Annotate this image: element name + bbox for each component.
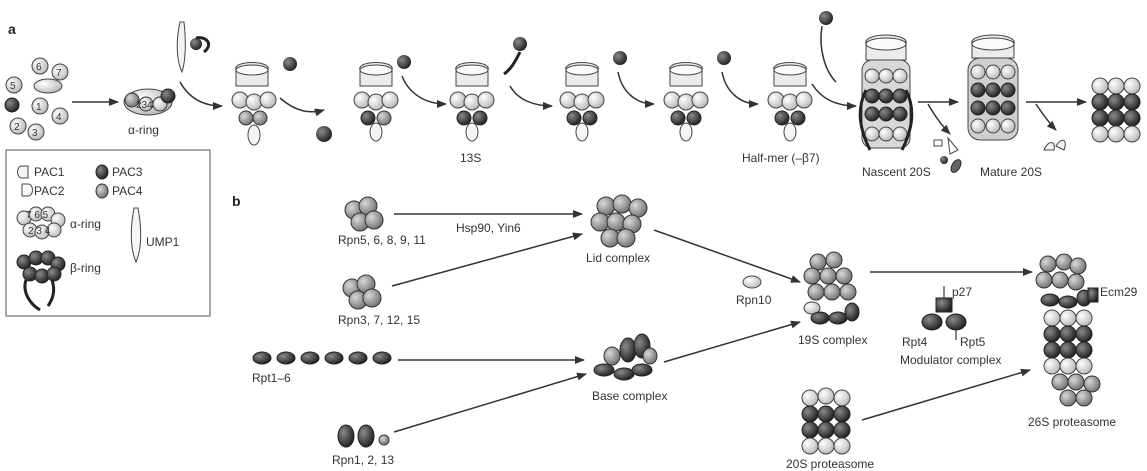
13s-intermediate bbox=[450, 63, 494, 142]
legend: PAC1 PAC2 PAC3 PAC4 7 6 5 2 3 4 α-ring U… bbox=[6, 150, 210, 316]
arrow bbox=[722, 72, 758, 104]
arrow bbox=[654, 230, 800, 282]
beta-subunit bbox=[283, 57, 297, 71]
released-pac-fragments bbox=[1044, 140, 1065, 150]
rpn1-2-13-subunits bbox=[338, 425, 389, 447]
released-subunit bbox=[316, 126, 332, 142]
rpn5-label: Rpn5, 6, 8, 9, 11 bbox=[338, 233, 426, 247]
legend-alpha-ring: α-ring bbox=[70, 217, 101, 231]
arrow bbox=[180, 82, 222, 106]
beta-subunit bbox=[397, 55, 411, 69]
19s-complex-label: 19S complex bbox=[798, 333, 867, 347]
20s-proteasome bbox=[802, 388, 850, 454]
assembly-intermediate-2 bbox=[354, 63, 398, 142]
rpt4-label: Rpt4 bbox=[902, 335, 928, 349]
half-mer bbox=[768, 63, 812, 142]
arrow bbox=[394, 374, 586, 432]
subunit-number: 7 bbox=[56, 68, 62, 79]
legend-beta-ring: β-ring bbox=[70, 261, 101, 275]
assembly-intermediate-1 bbox=[232, 63, 276, 146]
rpn1-label: Rpn1, 2, 13 bbox=[332, 453, 394, 467]
legend-ump1: UMP1 bbox=[146, 235, 180, 249]
nascent-20s-label: Nascent 20S bbox=[862, 165, 931, 179]
subunit-number: 5 bbox=[10, 81, 16, 92]
subunit-number: 6 bbox=[36, 62, 42, 73]
panel-a-label: a bbox=[8, 21, 16, 37]
legend-pac1: PAC1 bbox=[34, 165, 65, 179]
half-mer-label: Half-mer (–β7) bbox=[742, 151, 820, 165]
rpt1-6-subunits bbox=[253, 352, 391, 364]
arrow bbox=[812, 84, 856, 106]
arrow bbox=[280, 98, 324, 112]
rpt5-label: Rpt5 bbox=[960, 335, 986, 349]
modulator-complex-label: Modulator complex bbox=[900, 353, 1001, 367]
panel-b-label: b bbox=[232, 193, 241, 209]
mature-20s bbox=[968, 35, 1018, 140]
arrow bbox=[402, 76, 446, 104]
ump1-beta-incoming bbox=[177, 22, 208, 72]
subunit-number: 2 bbox=[14, 122, 20, 133]
legend-alpha-numbers-top: 7 6 5 bbox=[26, 210, 49, 221]
legend-pac2: PAC2 bbox=[34, 184, 65, 198]
arrow bbox=[510, 86, 552, 106]
lid-complex bbox=[591, 195, 647, 247]
arrow bbox=[664, 322, 800, 362]
beta7-subunit bbox=[819, 11, 833, 25]
arrow bbox=[1036, 104, 1056, 130]
arrow bbox=[862, 370, 1030, 420]
subunit-number: 1 bbox=[36, 102, 42, 113]
rpn3-label: Rpn3, 7, 12, 15 bbox=[338, 313, 420, 327]
assembly-intermediate-4 bbox=[560, 63, 604, 142]
nascent-20s bbox=[860, 35, 912, 150]
pac3-icon bbox=[96, 165, 108, 179]
alpha-ring-label: α-ring bbox=[128, 123, 159, 137]
base-complex bbox=[594, 334, 657, 380]
pac2-icon bbox=[22, 184, 33, 196]
final-20s-particle bbox=[1092, 78, 1140, 142]
beta-subunit bbox=[613, 51, 627, 65]
rpn10-label: Rpn10 bbox=[736, 293, 772, 307]
26s-proteasome-label: 26S proteasome bbox=[1028, 415, 1116, 429]
pac1-icon bbox=[18, 166, 29, 178]
19s-complex bbox=[804, 252, 859, 324]
beta-subunit bbox=[717, 51, 731, 65]
assembly-intermediate-5 bbox=[664, 63, 708, 142]
subunit-number: 3 bbox=[32, 128, 38, 139]
lid-complex-label: Lid complex bbox=[586, 251, 650, 265]
legend-pac4: PAC4 bbox=[112, 184, 143, 198]
20s-proteasome-label: 20S proteasome bbox=[786, 457, 874, 471]
p27-label: p27 bbox=[952, 285, 972, 299]
free-alpha-subunits: 5 6 7 1 4 2 3 bbox=[5, 58, 68, 140]
mature-20s-label: Mature 20S bbox=[980, 165, 1042, 179]
legend-alpha-numbers-bottom: 2 3 4 bbox=[28, 226, 51, 237]
released-pac-ump1-fragments bbox=[934, 138, 963, 174]
alpha-ring-pac: 234 bbox=[124, 89, 175, 115]
hsp90-yin6-label: Hsp90, Yin6 bbox=[456, 221, 521, 235]
subunit-number: 4 bbox=[56, 112, 62, 123]
beta-subunit bbox=[513, 37, 527, 51]
ecm29-label: Ecm29 bbox=[1100, 285, 1138, 299]
13s-label: 13S bbox=[460, 151, 481, 165]
rpn5-6-8-9-11-subunits bbox=[345, 197, 383, 231]
arrow bbox=[928, 104, 950, 134]
alpha-ring-numbers: 234 bbox=[136, 100, 153, 111]
rpn10-subunit bbox=[743, 276, 761, 288]
arrow bbox=[618, 72, 654, 104]
pac4-icon bbox=[96, 184, 108, 198]
rpt1-6-label: Rpt1–6 bbox=[252, 371, 291, 385]
rpn3-7-12-15-subunits bbox=[343, 275, 381, 309]
26s-proteasome bbox=[1036, 254, 1100, 406]
base-complex-label: Base complex bbox=[592, 389, 667, 403]
legend-pac3: PAC3 bbox=[112, 165, 143, 179]
